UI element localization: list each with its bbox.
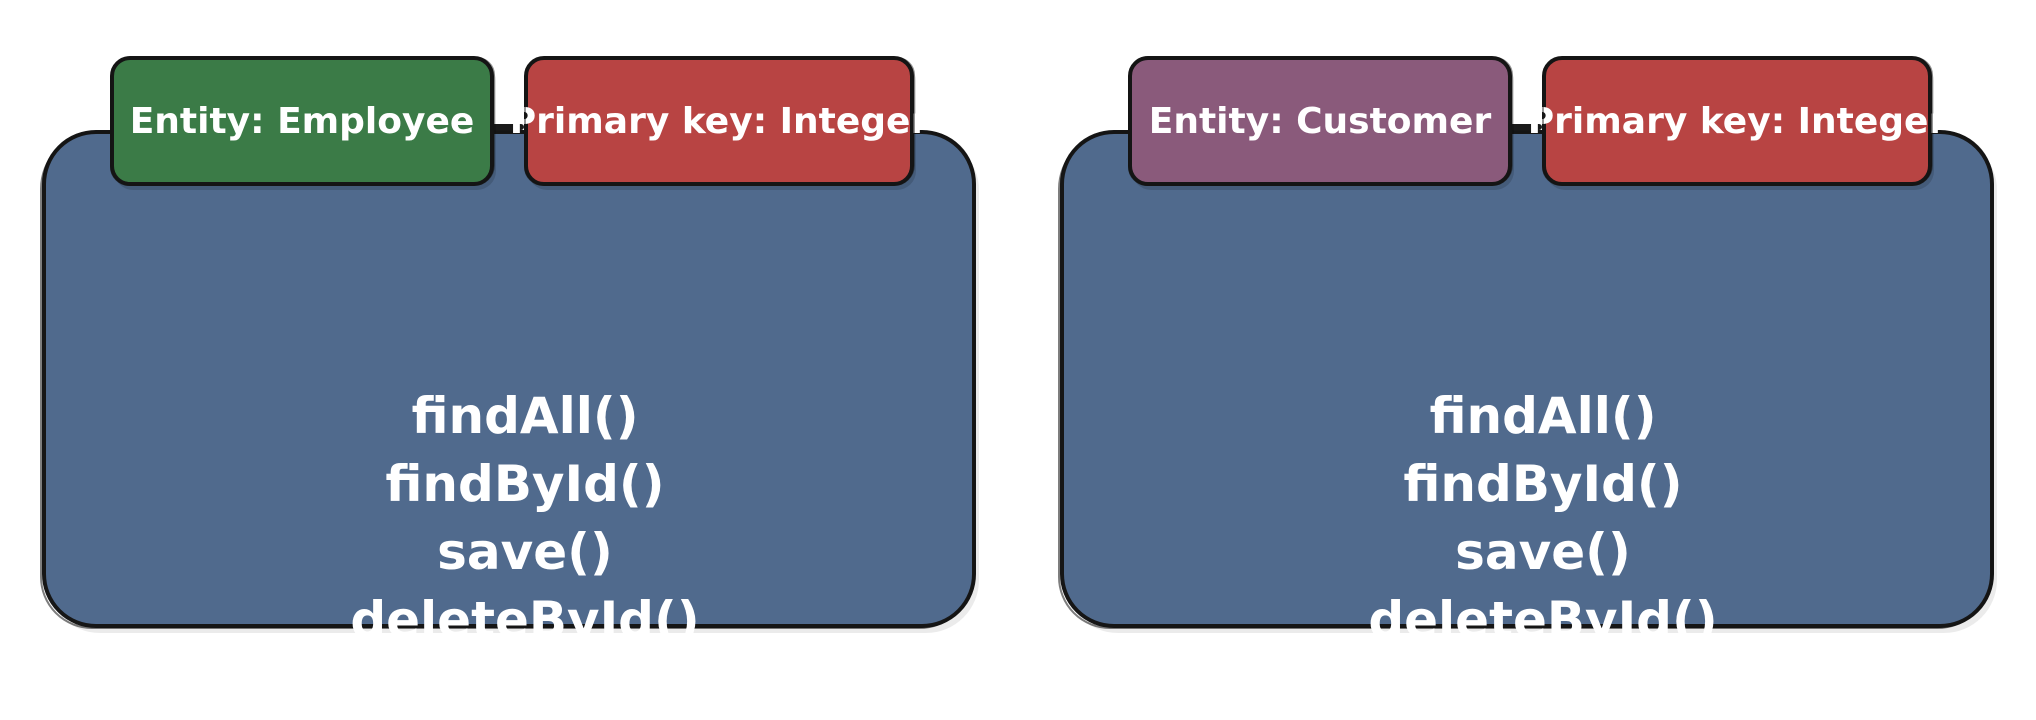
more-methods-ellipsis: ...	[496, 662, 554, 720]
method-find-all: findAll()	[1429, 387, 1657, 445]
repository-box: findAll() findById() save() deleteById()…	[1058, 130, 1994, 716]
tag-connector	[488, 124, 524, 130]
method-save: save()	[1455, 523, 1631, 581]
method-find-all: findAll()	[411, 387, 639, 445]
entity-tag: Entity: Employee	[110, 56, 495, 186]
customer-repository-panel: findAll() findById() save() deleteById()…	[1048, 0, 2036, 716]
method-save: save()	[437, 523, 613, 581]
more-methods-ellipsis: ...	[1514, 662, 1572, 720]
method-list: findAll() findById() save() deleteById()	[1076, 382, 2010, 654]
method-list: findAll() findById() save() deleteById()	[58, 382, 992, 654]
method-delete-by-id: deleteById()	[350, 591, 700, 649]
entity-tag: Entity: Customer	[1128, 56, 1513, 186]
method-find-by-id: findById()	[1403, 455, 1683, 513]
method-find-by-id: findById()	[385, 455, 665, 513]
primary-key-tag: Primary key: Integer	[510, 56, 928, 186]
primary-key-tag: Primary key: Integer	[1528, 56, 1946, 186]
tag-connector	[1506, 124, 1542, 130]
method-delete-by-id: deleteById()	[1368, 591, 1718, 649]
repository-box: findAll() findById() save() deleteById()…	[40, 130, 976, 716]
employee-repository-panel: findAll() findById() save() deleteById()…	[30, 0, 1030, 716]
